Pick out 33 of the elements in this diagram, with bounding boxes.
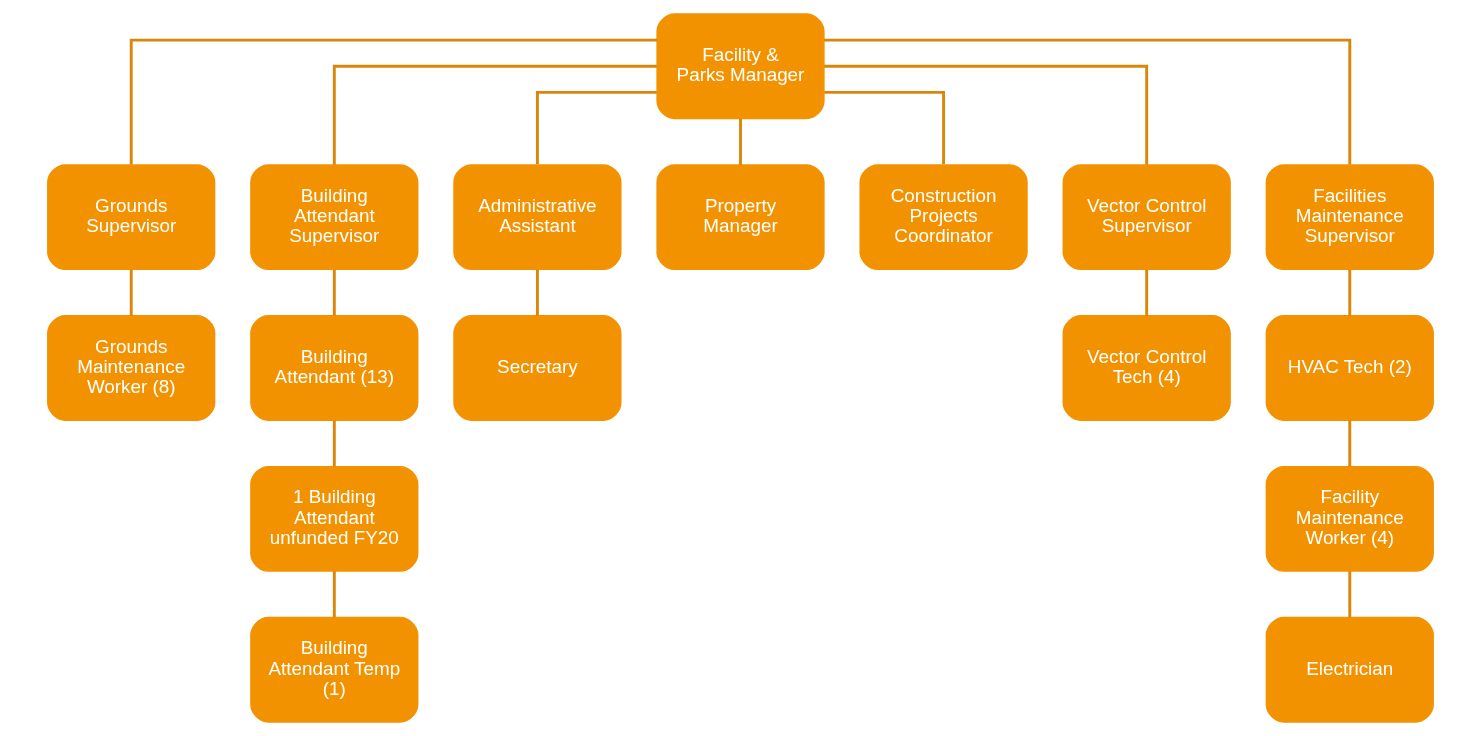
node-box: Electrician — [1265, 616, 1434, 723]
node-box: Facility Maintenance Worker (4) — [1265, 465, 1434, 572]
node-box: Secretary — [452, 315, 622, 421]
node-box: Building Attendant Supervisor — [249, 164, 418, 271]
connector — [332, 420, 336, 467]
node-box: Building Attendant Temp (1) — [249, 616, 418, 723]
node-box: HVAC Tech (2) — [1265, 315, 1434, 421]
node-box: Vector Control Tech (4) — [1062, 315, 1231, 421]
connector — [129, 269, 133, 316]
node-box: Vector Control Supervisor — [1062, 164, 1231, 271]
connector — [823, 38, 1351, 165]
connector — [738, 118, 742, 165]
connector — [129, 38, 657, 165]
connector — [535, 90, 657, 165]
connector — [1144, 269, 1148, 316]
node-box: Grounds Supervisor — [46, 164, 215, 271]
node-box: Facilities Maintenance Supervisor — [1265, 164, 1434, 271]
connector — [823, 90, 945, 165]
connector — [332, 269, 336, 316]
node-box: Administrative Assistant — [452, 164, 622, 271]
node-box: Building Attendant (13) — [249, 315, 418, 421]
connector — [535, 269, 539, 316]
node-box: Grounds Maintenance Worker (8) — [46, 315, 215, 421]
node-box: Facility & Parks Manager — [655, 13, 825, 120]
connector — [332, 571, 336, 618]
connector — [1347, 269, 1351, 316]
connector — [1347, 571, 1351, 618]
node-box: Property Manager — [655, 164, 825, 271]
node-box: 1 Building Attendant unfunded FY20 — [249, 465, 418, 572]
connector — [823, 64, 1148, 165]
connector — [332, 64, 657, 165]
node-box: Construction Projects Coordinator — [858, 164, 1028, 271]
connector — [1347, 420, 1351, 467]
